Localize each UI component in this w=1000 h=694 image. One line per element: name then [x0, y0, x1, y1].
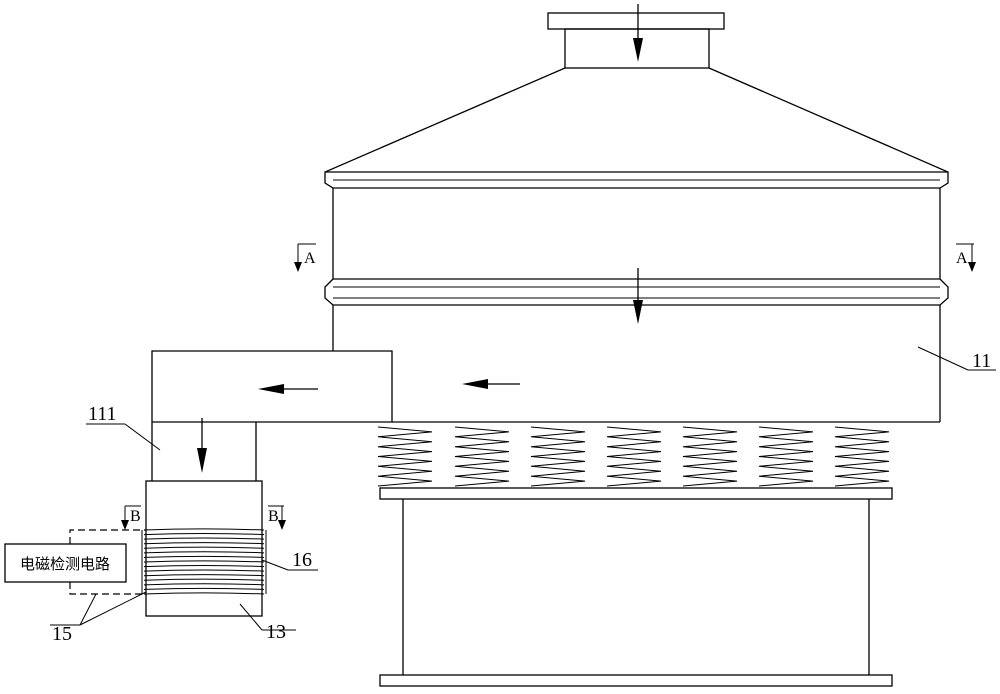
coil-winding [143, 542, 265, 545]
label-16: 16 [292, 549, 312, 571]
arrow-down-icon [197, 418, 207, 473]
leader-15: 15 [50, 591, 147, 645]
leader-111: 111 [86, 403, 161, 451]
label-111: 111 [88, 403, 117, 425]
lower-cylinder [332, 305, 941, 423]
spring [834, 426, 890, 487]
coil-winding [143, 532, 265, 536]
coil-winding [143, 537, 265, 540]
section-arrow-icon [294, 262, 302, 272]
upper-base-plate [379, 487, 893, 500]
coil-winding [143, 578, 265, 581]
coil-winding [143, 592, 265, 595]
section-arrow-icon [121, 520, 129, 530]
section-label-b: B [268, 508, 279, 525]
section-arrow-icon [278, 520, 286, 530]
coil-winding [143, 528, 265, 531]
coil-winding [143, 560, 265, 563]
inlet-flange [547, 12, 725, 30]
leader-11: 11 [917, 346, 996, 372]
outlet-pipe [151, 422, 257, 481]
coil-winding [143, 546, 265, 549]
coil [141, 528, 267, 595]
coil-winding [143, 564, 265, 568]
label-15: 15 [52, 623, 72, 645]
coil-winding [143, 583, 265, 586]
inlet-neck [564, 28, 710, 69]
leader-16: 16 [261, 549, 318, 571]
leader-13: 13 [239, 603, 296, 643]
spring [454, 426, 510, 487]
upper-cylinder [332, 188, 941, 279]
springs [377, 426, 890, 487]
inlet-assembly [547, 12, 725, 69]
detection-circuit-text: 电磁检测电路 [20, 555, 110, 573]
section-label-b: B [130, 508, 141, 525]
coil-winding [143, 551, 265, 554]
coil-winding [143, 555, 265, 558]
spring [530, 426, 586, 487]
base-frame [379, 487, 893, 687]
section-label-a: A [304, 250, 316, 267]
coil-winding [143, 569, 265, 572]
conical-hood [324, 67, 949, 189]
section-label-a: A [956, 250, 968, 267]
detection-circuit-box [4, 543, 127, 583]
lower-base-plate [379, 674, 893, 687]
detection-wire-top [69, 529, 146, 544]
arrow-down-icon [633, 268, 643, 324]
label-13: 13 [266, 621, 286, 643]
section-mark-a-left: A [294, 243, 316, 272]
side-outlet-box [151, 350, 393, 423]
spring [377, 426, 433, 487]
section-mark-a-right: A [956, 243, 976, 272]
arrow-down-icon [633, 4, 643, 62]
coil-winding [143, 574, 265, 577]
section-arrow-icon [968, 262, 976, 272]
section-mark-b-right: B [268, 505, 286, 530]
coil-winding [143, 587, 265, 590]
arrow-left-icon [462, 379, 520, 389]
label-11: 11 [972, 350, 991, 372]
detection-wire-bottom [69, 582, 146, 595]
section-mark-b-left: B [121, 505, 141, 530]
spring [606, 426, 662, 487]
spring [758, 426, 814, 487]
spring [682, 426, 738, 487]
flow-arrows [197, 4, 643, 473]
arrow-left-icon [258, 384, 318, 394]
measuring-tube [145, 480, 263, 617]
detection-circuit: 电磁检测电路 [4, 529, 146, 595]
